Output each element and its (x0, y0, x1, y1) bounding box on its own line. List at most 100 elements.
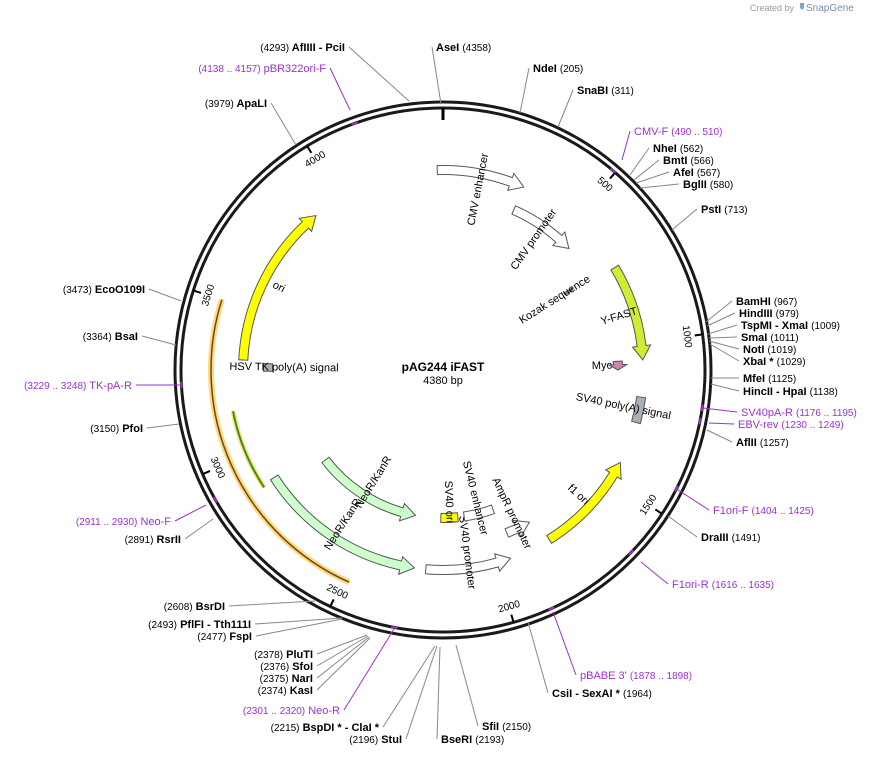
site-nari[interactable]: (2375) NarI (260, 636, 370, 685)
site-label: XbaI * (1029) (743, 356, 806, 368)
site-noti[interactable]: NotI (1019) (708, 340, 796, 356)
site-smai[interactable]: SmaI (1011) (708, 332, 799, 344)
primer-f1ori-r[interactable]: F1ori-R (1616 .. 1635) (628, 549, 774, 591)
site-asei[interactable]: AseI (4358) (431, 42, 491, 105)
site-xbai-[interactable]: XbaI * (1029) (709, 343, 806, 368)
feature-y-fast[interactable]: Y-FAST (599, 264, 652, 361)
feature-ampr-promoter[interactable]: AmpR promoter (489, 476, 533, 552)
site-leader (455, 644, 479, 727)
primer-text: (1404 .. 1425) (752, 506, 814, 517)
feature-ori[interactable]: ori (238, 214, 317, 361)
feature-neor-kanr[interactable]: NeoR/KanR (269, 474, 416, 576)
feature-cmv-promoter[interactable]: CMV promoter (509, 205, 570, 273)
primer-label: (2301 .. 2320) Neo-R (243, 705, 340, 717)
site-leader (707, 324, 738, 335)
feature-sv40-ori[interactable]: SV40 ori (440, 481, 459, 524)
feature-hsv-tk-poly-a-signal[interactable]: HSV TK poly(A) signal (229, 361, 338, 375)
site-leader (708, 336, 738, 339)
feature-shape (504, 519, 531, 538)
site-bmti[interactable]: BmtI (566) (633, 155, 714, 181)
site-draiii[interactable]: DraIII (1491) (667, 515, 760, 544)
site-text: NarI (292, 673, 313, 685)
primer-text: (1230 .. 1249) (781, 420, 843, 431)
site-mfei[interactable]: MfeI (1125) (711, 373, 796, 385)
site-bamhi[interactable]: BamHI (967) (705, 296, 797, 323)
site-kasi[interactable]: (2374) KasI (258, 637, 371, 697)
site-label: (2608) BsrDI (164, 601, 225, 613)
primer-leader (708, 422, 735, 425)
site-sfii[interactable]: SfiI (2150) (455, 644, 531, 733)
site-leader (709, 343, 740, 362)
site-pfoi[interactable]: (3150) PfoI (90, 423, 180, 435)
site-text: (1029) (777, 357, 806, 368)
primer-sv40pa-r[interactable]: SV40pA-R (1176 .. 1195) (700, 404, 857, 419)
site-ndei[interactable]: NdeI (205) (519, 63, 583, 114)
site-pluti[interactable]: (2378) PluTI (254, 634, 368, 661)
feature-f1-ori[interactable]: f1 ori (546, 461, 622, 545)
primer-pbr322ori-f[interactable]: (4138 .. 4157) pBR322ori-F (198, 63, 359, 126)
site-psti[interactable]: PstI (713) (671, 204, 748, 231)
site-text: MfeI (743, 373, 765, 385)
site-hincii[interactable]: HincII - HpaI (1138) (710, 383, 838, 398)
primer-ebv-rev[interactable]: EBV-rev (1230 .. 1249) (698, 417, 844, 431)
site-label: (3150) PfoI (90, 423, 143, 435)
primer-label: CMV-F (490 .. 510) (634, 126, 722, 138)
site-bspdi-[interactable]: (2215) BspDI * - ClaI * (271, 645, 436, 734)
site-label: BamHI (967) (736, 296, 797, 308)
feature-myc[interactable]: Myc (592, 360, 629, 373)
primer-tk-pa-r[interactable]: (3229 .. 3248) TK-pA-R (24, 380, 183, 392)
site-bglii[interactable]: BglII (580) (639, 179, 733, 191)
primer-cmv-f[interactable]: CMV-F (490 .. 510) (609, 126, 723, 174)
feature-shape (563, 287, 574, 296)
primer-text: F1ori-R (672, 579, 709, 591)
feature-sv40-promoter[interactable]: SV40 promoter (424, 515, 512, 590)
site-text: PflFI (180, 619, 204, 631)
site-bseri[interactable]: BseRI (2193) (436, 646, 504, 746)
feature-shape (546, 461, 622, 545)
site-aflii[interactable]: AflII (1257) (706, 429, 789, 449)
site-ecoo109i[interactable]: (3473) EcoO109I (63, 284, 182, 302)
primer-text: F1ori-F (713, 505, 749, 517)
primer-neo-f[interactable]: (2911 .. 2930) Neo-F (76, 496, 218, 528)
site-afei[interactable]: AfeI (567) (635, 167, 720, 184)
site-csii[interactable]: CsiI - SexAI * (1964) (527, 621, 652, 700)
site-text: (3473) (63, 285, 92, 296)
site-afiiii[interactable]: (4293) AfIIII - PciI (260, 42, 410, 102)
site-pflfi[interactable]: (2493) PflFI - Tth111I (148, 617, 343, 631)
primer-f1ori-f[interactable]: F1ori-F (1404 .. 1425) (674, 485, 814, 517)
primer-pbabe-3-[interactable]: pBABE 3' (1878 .. 1898) (548, 606, 693, 682)
feature-cmv-enhancer[interactable]: CMV enhancer (436, 152, 525, 227)
site-nhei[interactable]: NheI (562) (629, 143, 703, 176)
plasmid-size: 4380 bp (423, 375, 463, 387)
primer-label: pBABE 3' (1878 .. 1898) (580, 670, 692, 682)
feature-neor-kanr[interactable]: NeoR/KanR (321, 454, 417, 522)
site-sfoi[interactable]: (2376) SfoI (260, 635, 369, 673)
plasmid-name: pAG244 iFAST (402, 360, 485, 374)
feature-shape (436, 165, 525, 191)
feature-sv40-poly-a-signal[interactable]: SV40 poly(A) signal (575, 391, 672, 425)
site-leader (706, 312, 736, 327)
site-leader (667, 515, 698, 538)
primer-neo-r[interactable]: (2301 .. 2320) Neo-R (243, 625, 398, 717)
site-hindiii[interactable]: HindIII (979) (706, 308, 799, 327)
site-bsai[interactable]: (3364) BsaI (83, 331, 177, 346)
primer-mark (628, 549, 634, 556)
site-bsrdi[interactable]: (2608) BsrDI (164, 600, 316, 613)
feature-label: SV40 ori (442, 481, 456, 524)
site-leader (639, 183, 680, 189)
site-text: (3150) (90, 424, 119, 435)
primer-text: SV40pA-R (741, 407, 793, 419)
site-apali[interactable]: (3979) ApaLI (205, 98, 297, 146)
site-snabi[interactable]: SnaBI (311) (557, 85, 634, 128)
site-stui[interactable]: (2196) StuI (349, 645, 438, 746)
site-dash: - (342, 722, 352, 734)
site-text: BseRI (441, 734, 472, 746)
feature-kozak-sequence[interactable]: Kozak sequence (517, 273, 592, 326)
site-rsrii[interactable]: (2891) RsrII (125, 518, 214, 546)
site-label: HincII - HpaI (1138) (743, 386, 838, 398)
site-tspmi[interactable]: TspMI - XmaI (1009) (707, 320, 840, 335)
feature-shape (440, 512, 459, 523)
center-label: pAG244 iFAST 4380 bp (402, 360, 485, 387)
site-fspi[interactable]: (2477) FspI (197, 618, 343, 643)
tick-mark (694, 333, 703, 337)
